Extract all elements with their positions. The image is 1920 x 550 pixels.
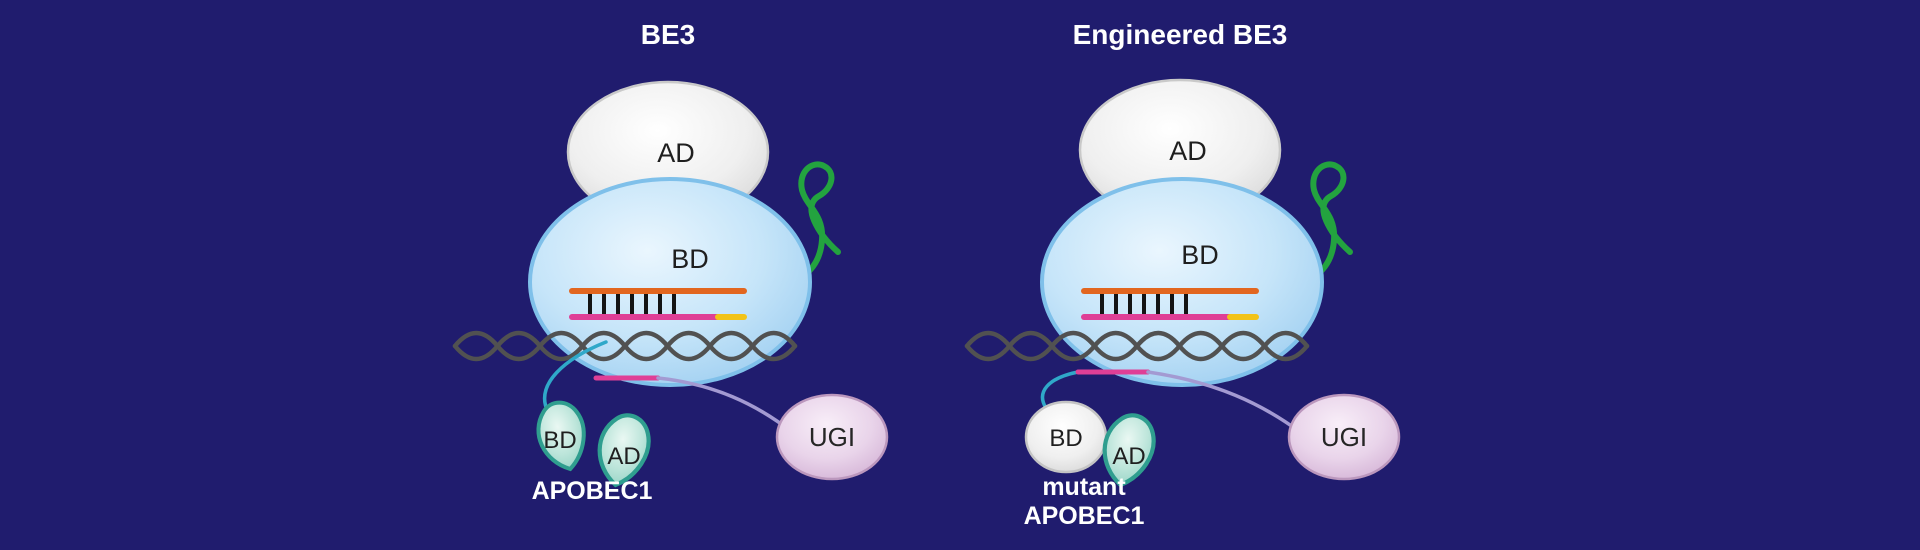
base-pairing-ticks xyxy=(588,294,676,316)
apobec-ad-leaf-shape xyxy=(1102,413,1156,488)
ssdna-linker-cyan xyxy=(1040,370,1080,410)
bd-label: BD xyxy=(1181,240,1219,270)
ad-label: AD xyxy=(1169,136,1207,166)
ugi-label: UGI xyxy=(809,422,855,452)
apobec-ad-leaf-shape xyxy=(597,413,651,488)
panel-title: Engineered BE3 xyxy=(1073,19,1288,50)
apobec-bd-leaf-shape xyxy=(536,400,586,472)
base-pairing-ticks xyxy=(1100,294,1188,316)
apobec-bd-label: BD xyxy=(543,427,576,454)
ugi-shape xyxy=(775,393,889,481)
ssdna-linker-cyan xyxy=(542,340,608,414)
apobec-bd-label: BD xyxy=(1049,425,1082,452)
apobec-name-line2: APOBEC1 xyxy=(1024,502,1145,530)
apobec-bd-leaf xyxy=(536,400,586,472)
apobec-ad-label: AD xyxy=(607,443,640,470)
apobec-name-line1: mutant xyxy=(1042,473,1126,501)
dna-helix-strand-2 xyxy=(964,330,1310,362)
apobec-name-label: APOBEC1 xyxy=(532,477,653,505)
linker-to-ugi xyxy=(1146,370,1302,434)
panel-engineered-be3: Engineered BE3 AD BD BD AD mu xyxy=(964,19,1401,530)
ugi-label: UGI xyxy=(1321,422,1367,452)
sgrna-scaffold xyxy=(1253,161,1353,294)
apobec-ad-label: AD xyxy=(1112,443,1145,470)
bd-label: BD xyxy=(671,244,709,274)
apobec-ad-leaf xyxy=(1102,413,1156,488)
panel-be3: BE3 AD BD BD AD A xyxy=(452,19,889,505)
ad-label: AD xyxy=(657,138,695,168)
panel-title: BE3 xyxy=(641,19,695,50)
sgrna-scaffold xyxy=(741,161,841,294)
ugi-shape xyxy=(1287,393,1401,481)
dna-helix-strand-2 xyxy=(452,330,798,362)
apobec-ad-leaf xyxy=(597,413,651,488)
